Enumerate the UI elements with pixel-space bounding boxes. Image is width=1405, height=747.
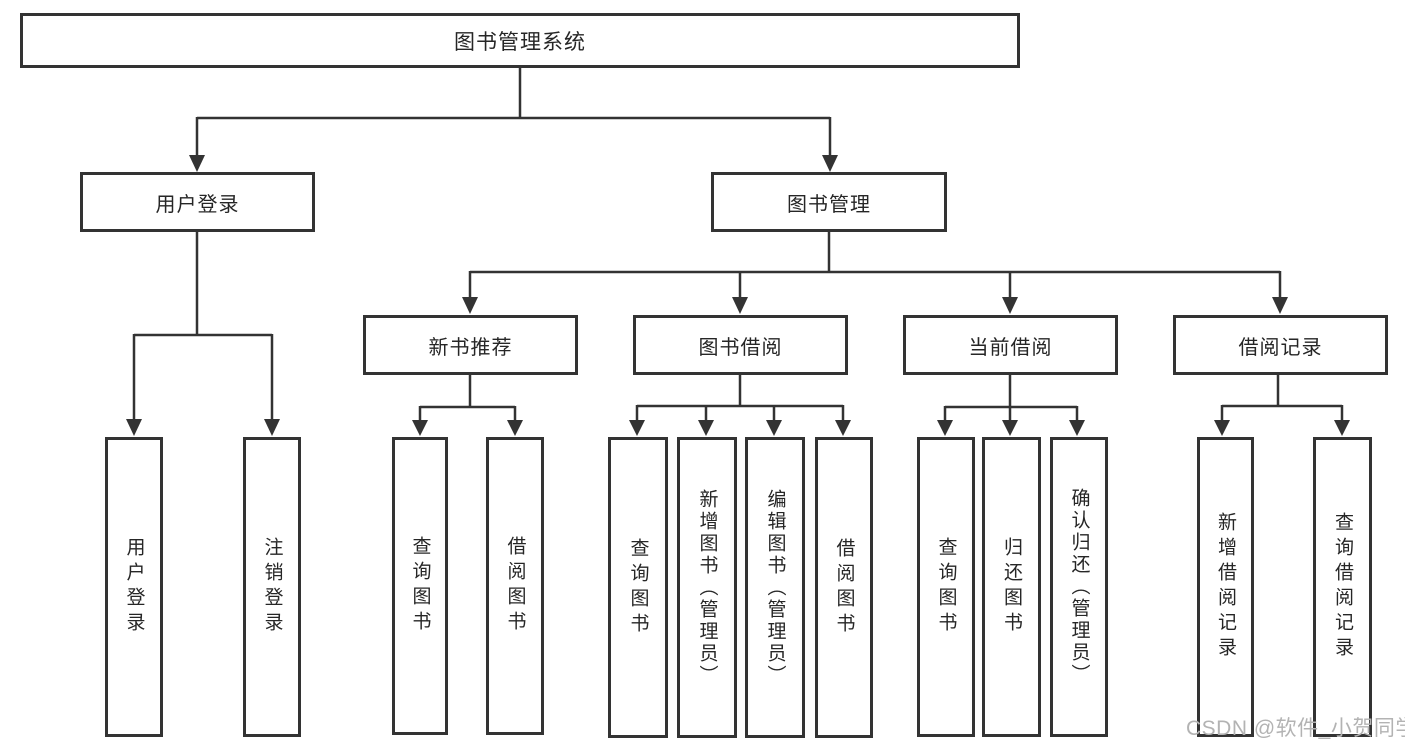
node-edit-books-admin: 编辑图书（管理员） bbox=[745, 437, 805, 738]
node-library-management-system: 图书管理系统 bbox=[20, 13, 1020, 68]
node-borrow-books-borrowing: 借阅图书 bbox=[815, 437, 873, 738]
node-label: 借阅图书 bbox=[833, 537, 855, 638]
node-label: 注销登录 bbox=[261, 537, 283, 637]
node-label: 图书管理系统 bbox=[454, 30, 586, 54]
node-label: 归还图书 bbox=[1001, 537, 1022, 637]
node-borrow-books-recommend: 借阅图书 bbox=[486, 437, 544, 735]
node-user-login: 用户登录 bbox=[80, 172, 315, 232]
node-label: 新书推荐 bbox=[428, 336, 513, 359]
node-new-book-recommendation: 新书推荐 bbox=[363, 315, 578, 375]
node-query-books-borrowing: 查询图书 bbox=[608, 437, 668, 738]
node-label: 确认归还（管理员） bbox=[1068, 488, 1090, 686]
node-current-borrowing: 当前借阅 bbox=[903, 315, 1118, 375]
node-label: 借阅图书 bbox=[504, 536, 526, 636]
node-query-books-recommend: 查询图书 bbox=[392, 437, 448, 735]
node-label: 图书管理 bbox=[787, 193, 871, 216]
node-query-borrow-record: 查询借阅记录 bbox=[1313, 437, 1372, 737]
node-logout-action: 注销登录 bbox=[243, 437, 301, 737]
node-query-books-current: 查询图书 bbox=[917, 437, 975, 737]
watermark: CSDN @软件_小贺同学 bbox=[1186, 717, 1405, 740]
node-borrowing-records: 借阅记录 bbox=[1173, 315, 1388, 375]
node-label: 用户登录 bbox=[155, 193, 240, 216]
node-user-login-action: 用户登录 bbox=[105, 437, 163, 737]
node-label: 用户登录 bbox=[123, 537, 145, 637]
node-label: 编辑图书（管理员） bbox=[764, 488, 786, 687]
node-confirm-return-admin: 确认归还（管理员） bbox=[1050, 437, 1108, 737]
node-label: 新增借阅记录 bbox=[1215, 512, 1236, 662]
node-label: 查询图书 bbox=[409, 536, 431, 636]
node-book-management: 图书管理 bbox=[711, 172, 947, 232]
node-label: 当前借阅 bbox=[968, 336, 1053, 359]
node-add-borrow-record: 新增借阅记录 bbox=[1197, 437, 1254, 737]
node-label: 新增图书（管理员） bbox=[696, 488, 718, 687]
node-add-books-admin: 新增图书（管理员） bbox=[677, 437, 737, 738]
node-label: 图书借阅 bbox=[698, 336, 783, 359]
node-label: 借阅记录 bbox=[1238, 336, 1323, 359]
node-return-books: 归还图书 bbox=[982, 437, 1041, 737]
node-book-borrowing: 图书借阅 bbox=[633, 315, 848, 375]
node-label: 查询图书 bbox=[935, 537, 957, 637]
node-label: 查询借阅记录 bbox=[1332, 512, 1353, 662]
node-label: 查询图书 bbox=[627, 537, 649, 638]
